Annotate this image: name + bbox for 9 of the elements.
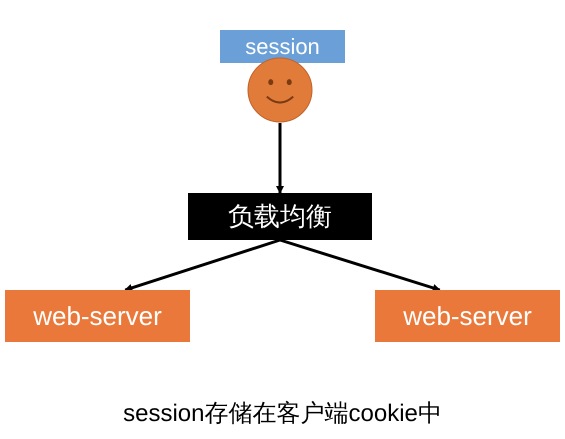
label-box: session — [220, 30, 345, 63]
smiley-icon — [247, 57, 313, 123]
process-box: 负载均衡 — [188, 193, 372, 240]
caption: session存储在客户端cookie中 — [122, 399, 443, 429]
arrow — [124, 238, 280, 292]
arrow — [280, 238, 441, 292]
server-box: web-server — [375, 290, 560, 342]
arrow — [276, 123, 284, 194]
server-box: web-server — [5, 290, 190, 342]
